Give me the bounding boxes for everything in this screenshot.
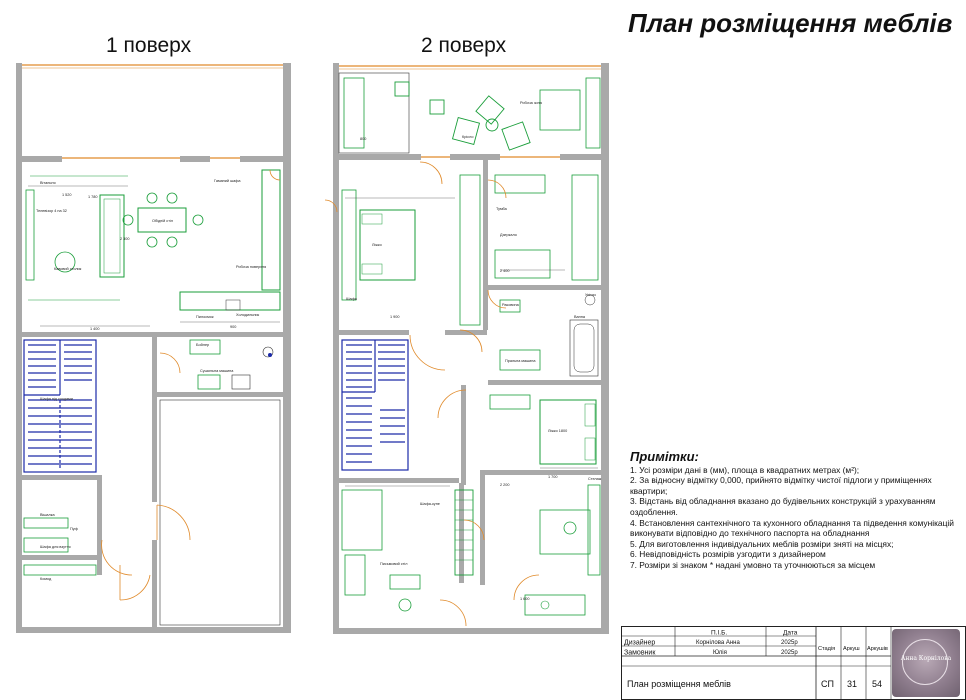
plan-label: 1 520	[62, 193, 72, 197]
tb-stage: СП	[821, 679, 834, 689]
plan-label: Унітаз	[585, 293, 596, 297]
plan-label: Тумба	[496, 207, 508, 211]
plan-label: 2 200	[500, 483, 510, 487]
tb-col-name: П.І.Б.	[711, 630, 727, 637]
plan-label: 1 700	[548, 475, 558, 479]
tb-client-role: Замовник	[624, 650, 656, 657]
plan-label: Пилосмок	[196, 315, 214, 319]
stairs-first	[23, 339, 97, 473]
plan-label: 1 400	[90, 327, 100, 331]
tb-designer-role: Дизайнер	[624, 639, 655, 647]
tb-stage-label: Стадія	[818, 646, 835, 652]
tb-designer-date: 2025р	[781, 640, 798, 646]
plan-label: 1 780	[88, 195, 98, 199]
plan-label: Сушильна машина	[200, 369, 234, 373]
stairs-second	[341, 339, 409, 471]
plan-label: Шафа під сходами	[40, 397, 73, 401]
note-item: 7. Розміри зі знаком * надані умовно та …	[630, 559, 876, 570]
plan-label: Шафа-купе	[420, 502, 440, 506]
notes-heading: Примітки:	[630, 449, 699, 464]
tb-sheets: 54	[872, 679, 882, 689]
plan-label: 2 300	[120, 237, 130, 241]
tb-designer-name: Корнілова Анна	[696, 640, 740, 646]
plan-label: Вітальня	[40, 181, 56, 185]
first-floor-plan	[16, 63, 291, 633]
tb-sheets-label: Аркушів	[867, 646, 888, 652]
note-item: 2. За відносну відмітку 0,000, прийнято …	[630, 475, 932, 496]
note-item: 6. Невідповідність розмірів узгодити з д…	[630, 549, 826, 560]
note-item: 4. Встановлення сантехнічного та кухонно…	[630, 517, 954, 539]
floor-label-first: 1 поверх	[106, 34, 192, 57]
plan-label: Пральна машина	[505, 359, 536, 363]
floor-label-second: 2 поверх	[421, 34, 507, 57]
plan-label: Комод	[40, 577, 52, 581]
plan-label: Гаманий шафа	[214, 179, 241, 183]
plan-label: Письмовий стіл	[380, 562, 407, 566]
plan-label: Холодильник	[236, 313, 260, 317]
tb-client-date: 2025р	[781, 650, 798, 656]
plan-label: Шафа для взуття	[40, 545, 71, 549]
plan-label: Дзеркало	[500, 233, 517, 237]
plan-label: 900	[230, 325, 236, 329]
designer-logo: Анна Корнілова	[892, 629, 960, 697]
second-floor-plan	[324, 63, 609, 634]
tb-drawing-name: План розміщення меблів	[627, 679, 731, 689]
plan-label: Стелаж	[588, 477, 602, 481]
plan-label: 800	[360, 137, 366, 141]
plan-label: Крісло	[462, 135, 473, 139]
plan-label: 1 900	[390, 315, 400, 319]
plan-label: 2 400	[500, 269, 510, 273]
plan-label: Телевізор 4 на 32	[36, 209, 67, 213]
plan-label: Бойлер	[196, 343, 209, 347]
plan-label: Ліжко 1800	[548, 429, 567, 433]
tb-col-date: Дата	[783, 630, 798, 637]
note-item: 3. Відстань від обладнання вказано до бу…	[630, 496, 936, 517]
logo-ring-icon	[902, 639, 948, 685]
plan-label: Вішалка	[40, 513, 55, 517]
plan-label: 1 600	[520, 597, 530, 601]
logo-text: Анна Корнілова	[900, 655, 952, 662]
note-item: 1. Усі розміри дані в (мм), площа в квад…	[630, 464, 860, 475]
wall-right-1	[283, 63, 291, 633]
notes-block: Примітки: 1. Усі розміри дані в (мм), пл…	[630, 449, 960, 571]
drawing-title: План розміщення меблів	[628, 8, 953, 38]
plan-label: Пуф	[70, 527, 78, 531]
plan-label: Обідній стіл	[152, 219, 173, 223]
plan-label: Ліжко	[372, 243, 382, 247]
plan-label: Ванна	[574, 315, 586, 319]
tb-sheet-label: Аркуш	[843, 646, 860, 652]
plan-label: Робоча зона	[520, 101, 543, 105]
tb-sheet: 31	[847, 679, 857, 689]
wall-left-1	[16, 63, 22, 633]
tb-client-name: Юлія	[713, 650, 727, 656]
plan-label: Шафа	[346, 297, 358, 301]
note-item: 5. Для виготовлення індивідуальних меблі…	[630, 538, 894, 549]
plan-label: Кавовий столик	[54, 267, 82, 271]
plan-label: Робоча поверхня	[236, 265, 266, 269]
plan-label: Раковина	[502, 303, 520, 307]
